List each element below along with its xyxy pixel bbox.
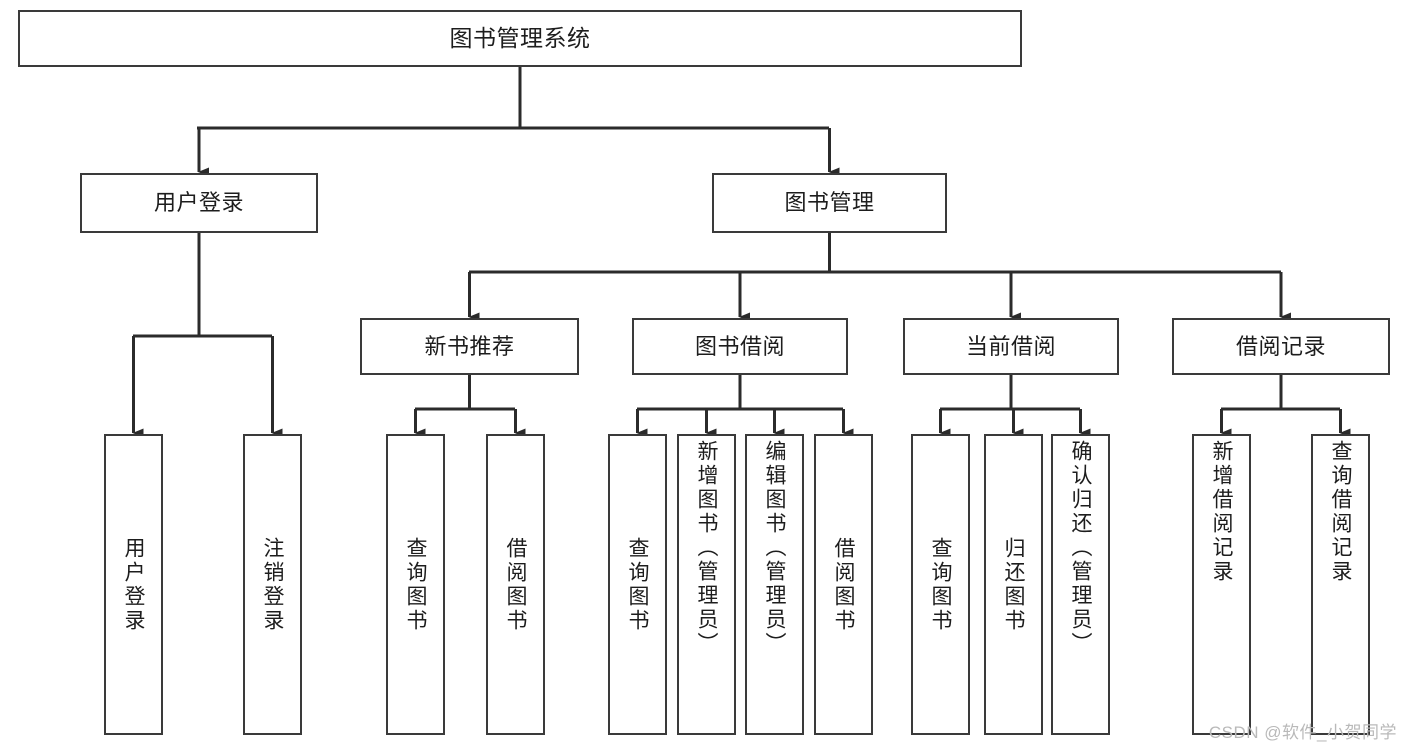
node-book-borrow[interactable]: 图书借阅 (632, 318, 848, 375)
node-borrow-record[interactable]: 借阅记录 (1172, 318, 1390, 375)
node-user-login-label: 用户登录 (153, 190, 244, 216)
node-leaf-query-1-label: 查询图书 (404, 536, 427, 633)
node-leaf-return[interactable]: 归还图书 (984, 434, 1043, 735)
node-leaf-edit-book[interactable]: 编辑图书（管理员） (745, 434, 804, 735)
node-current-borrow[interactable]: 当前借阅 (903, 318, 1119, 375)
node-leaf-edit-book-label: 编辑图书（管理员） (763, 440, 786, 656)
watermark-label: CSDN @软件_小贺同学 (1208, 723, 1397, 742)
node-borrow-record-label: 借阅记录 (1235, 333, 1326, 359)
node-leaf-logout[interactable]: 注销登录 (243, 434, 302, 735)
node-leaf-add-rec-label: 新增借阅记录 (1210, 440, 1233, 584)
node-leaf-add-book[interactable]: 新增图书（管理员） (677, 434, 736, 735)
node-leaf-add-book-label: 新增图书（管理员） (695, 440, 718, 656)
node-user-login[interactable]: 用户登录 (80, 173, 318, 233)
node-leaf-query-3[interactable]: 查询图书 (911, 434, 970, 735)
node-leaf-borrow-1[interactable]: 借阅图书 (486, 434, 545, 735)
node-current-borrow-label: 当前借阅 (965, 333, 1056, 359)
node-leaf-logout-label: 注销登录 (261, 536, 284, 633)
node-leaf-return-label: 归还图书 (1002, 536, 1025, 633)
node-root[interactable]: 图书管理系统 (18, 10, 1022, 67)
node-book-manage[interactable]: 图书管理 (712, 173, 947, 233)
node-leaf-borrow-2-label: 借阅图书 (832, 536, 855, 633)
node-leaf-user-login[interactable]: 用户登录 (104, 434, 163, 735)
node-leaf-query-rec-label: 查询借阅记录 (1329, 440, 1352, 584)
node-book-manage-label: 图书管理 (784, 190, 875, 216)
node-leaf-borrow-1-label: 借阅图书 (504, 536, 527, 633)
node-leaf-confirm-label: 确认归还（管理员） (1069, 440, 1092, 656)
node-root-label: 图书管理系统 (449, 24, 591, 51)
node-book-borrow-label: 图书借阅 (694, 333, 785, 359)
node-leaf-query-rec[interactable]: 查询借阅记录 (1311, 434, 1370, 735)
node-leaf-borrow-2[interactable]: 借阅图书 (814, 434, 873, 735)
node-new-book-rec[interactable]: 新书推荐 (360, 318, 579, 375)
node-leaf-user-login-label: 用户登录 (122, 536, 145, 633)
node-leaf-query-3-label: 查询图书 (929, 536, 952, 633)
node-leaf-query-2[interactable]: 查询图书 (608, 434, 667, 735)
node-leaf-add-rec[interactable]: 新增借阅记录 (1192, 434, 1251, 735)
node-leaf-confirm[interactable]: 确认归还（管理员） (1051, 434, 1110, 735)
node-leaf-query-2-label: 查询图书 (626, 536, 649, 633)
node-leaf-query-1[interactable]: 查询图书 (386, 434, 445, 735)
node-new-book-rec-label: 新书推荐 (424, 333, 515, 359)
